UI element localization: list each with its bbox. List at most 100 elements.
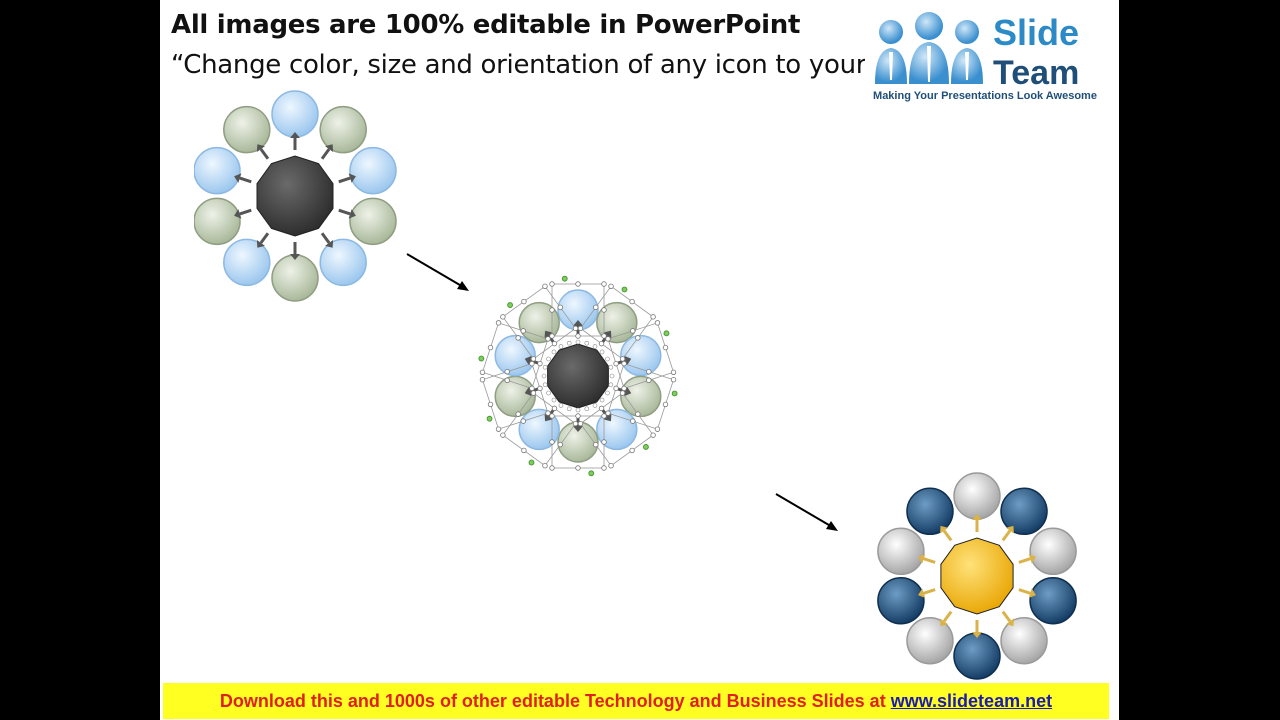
- rotate-handle[interactable]: [486, 415, 493, 422]
- resize-handle[interactable]: [495, 426, 502, 432]
- ring-circle[interactable]: [319, 105, 367, 154]
- ring-circle[interactable]: [349, 197, 397, 246]
- resize-handle[interactable]: [575, 333, 581, 339]
- resize-handle[interactable]: [521, 447, 527, 454]
- rotate-handle[interactable]: [588, 470, 595, 477]
- resize-handle[interactable]: [608, 463, 614, 469]
- resize-handle[interactable]: [630, 418, 636, 424]
- resize-handle[interactable]: [621, 385, 627, 392]
- resize-handle[interactable]: [670, 377, 677, 383]
- ring-circle[interactable]: [223, 105, 271, 154]
- resize-handle[interactable]: [549, 413, 555, 419]
- resize-handle[interactable]: [542, 283, 548, 289]
- resize-handle[interactable]: [598, 405, 605, 412]
- ring-circle[interactable]: [877, 576, 925, 625]
- resize-handle[interactable]: [537, 360, 543, 367]
- resize-handle[interactable]: [549, 465, 555, 471]
- resize-handle[interactable]: [542, 463, 548, 469]
- resize-handle[interactable]: [629, 298, 635, 305]
- ring-circle[interactable]: [620, 334, 662, 377]
- resize-handle[interactable]: [619, 390, 626, 396]
- resize-handle[interactable]: [495, 320, 502, 326]
- rotate-handle[interactable]: [561, 275, 568, 282]
- ring-circle[interactable]: [1000, 487, 1048, 536]
- ring-circle[interactable]: [271, 254, 319, 302]
- ring-circle[interactable]: [271, 90, 319, 138]
- resize-handle[interactable]: [619, 356, 626, 362]
- rotate-handle[interactable]: [478, 355, 485, 362]
- ring-circle[interactable]: [1029, 576, 1077, 625]
- circle-diagram-recolored[interactable]: [868, 470, 1094, 684]
- resize-handle[interactable]: [635, 335, 641, 341]
- resize-handle[interactable]: [479, 377, 486, 383]
- resize-handle[interactable]: [646, 368, 652, 375]
- rotate-handle[interactable]: [643, 444, 649, 450]
- ring-circle[interactable]: [620, 375, 662, 418]
- resize-handle[interactable]: [662, 344, 669, 351]
- resize-handle[interactable]: [650, 314, 656, 320]
- resize-handle[interactable]: [575, 465, 581, 471]
- ring-circle[interactable]: [1000, 616, 1048, 665]
- resize-handle[interactable]: [479, 369, 486, 375]
- ring-circle[interactable]: [494, 375, 536, 418]
- resize-handle[interactable]: [650, 432, 656, 438]
- resize-handle[interactable]: [529, 360, 535, 367]
- ring-circle[interactable]: [1029, 527, 1077, 576]
- rotate-handle[interactable]: [671, 390, 678, 397]
- center-decagon[interactable]: [256, 155, 334, 237]
- resize-handle[interactable]: [601, 413, 607, 419]
- resize-handle[interactable]: [646, 377, 652, 384]
- ring-circle[interactable]: [953, 632, 1001, 680]
- resize-handle[interactable]: [545, 410, 551, 416]
- resize-handle[interactable]: [520, 328, 526, 334]
- resize-handle[interactable]: [608, 283, 614, 289]
- resize-handle[interactable]: [530, 390, 537, 396]
- resize-handle[interactable]: [593, 441, 599, 448]
- slideteam-link[interactable]: www.slideteam.net: [890, 691, 1053, 711]
- resize-handle[interactable]: [635, 411, 641, 417]
- ring-circle[interactable]: [953, 472, 1001, 520]
- resize-handle[interactable]: [621, 360, 627, 367]
- resize-handle[interactable]: [551, 340, 558, 347]
- circle-diagram-original[interactable]: [194, 88, 434, 308]
- resize-handle[interactable]: [487, 344, 494, 351]
- resize-handle[interactable]: [551, 405, 558, 412]
- ring-circle[interactable]: [906, 616, 954, 665]
- resize-handle[interactable]: [529, 385, 535, 392]
- resize-handle[interactable]: [521, 298, 527, 305]
- rotate-handle[interactable]: [507, 302, 513, 308]
- resize-handle[interactable]: [662, 401, 669, 408]
- resize-handle[interactable]: [593, 304, 599, 311]
- resize-handle[interactable]: [601, 307, 607, 313]
- resize-handle[interactable]: [654, 320, 661, 326]
- rotate-handle[interactable]: [663, 330, 670, 337]
- resize-handle[interactable]: [605, 336, 611, 342]
- ring-circle[interactable]: [877, 527, 925, 576]
- resize-handle[interactable]: [601, 465, 607, 471]
- resize-handle[interactable]: [530, 356, 537, 362]
- center-decagon[interactable]: [940, 537, 1014, 615]
- resize-handle[interactable]: [630, 328, 636, 334]
- resize-handle[interactable]: [575, 281, 581, 287]
- resize-handle[interactable]: [515, 335, 521, 341]
- resize-handle[interactable]: [500, 314, 506, 320]
- resize-handle[interactable]: [557, 304, 563, 311]
- ring-circle[interactable]: [906, 487, 954, 536]
- resize-handle[interactable]: [537, 385, 543, 392]
- resize-handle[interactable]: [613, 360, 619, 367]
- resize-handle[interactable]: [520, 418, 526, 424]
- resize-handle[interactable]: [504, 377, 510, 384]
- center-decagon[interactable]: [547, 343, 609, 409]
- resize-handle[interactable]: [654, 426, 661, 432]
- resize-handle[interactable]: [504, 368, 510, 375]
- resize-handle[interactable]: [629, 447, 635, 454]
- resize-handle[interactable]: [601, 281, 607, 287]
- resize-handle[interactable]: [575, 413, 581, 419]
- resize-handle[interactable]: [572, 325, 579, 332]
- resize-handle[interactable]: [545, 336, 551, 342]
- rotate-handle[interactable]: [528, 459, 535, 466]
- resize-handle[interactable]: [670, 369, 677, 375]
- resize-handle[interactable]: [598, 340, 605, 347]
- resize-handle[interactable]: [549, 333, 555, 339]
- ring-circle[interactable]: [223, 238, 271, 287]
